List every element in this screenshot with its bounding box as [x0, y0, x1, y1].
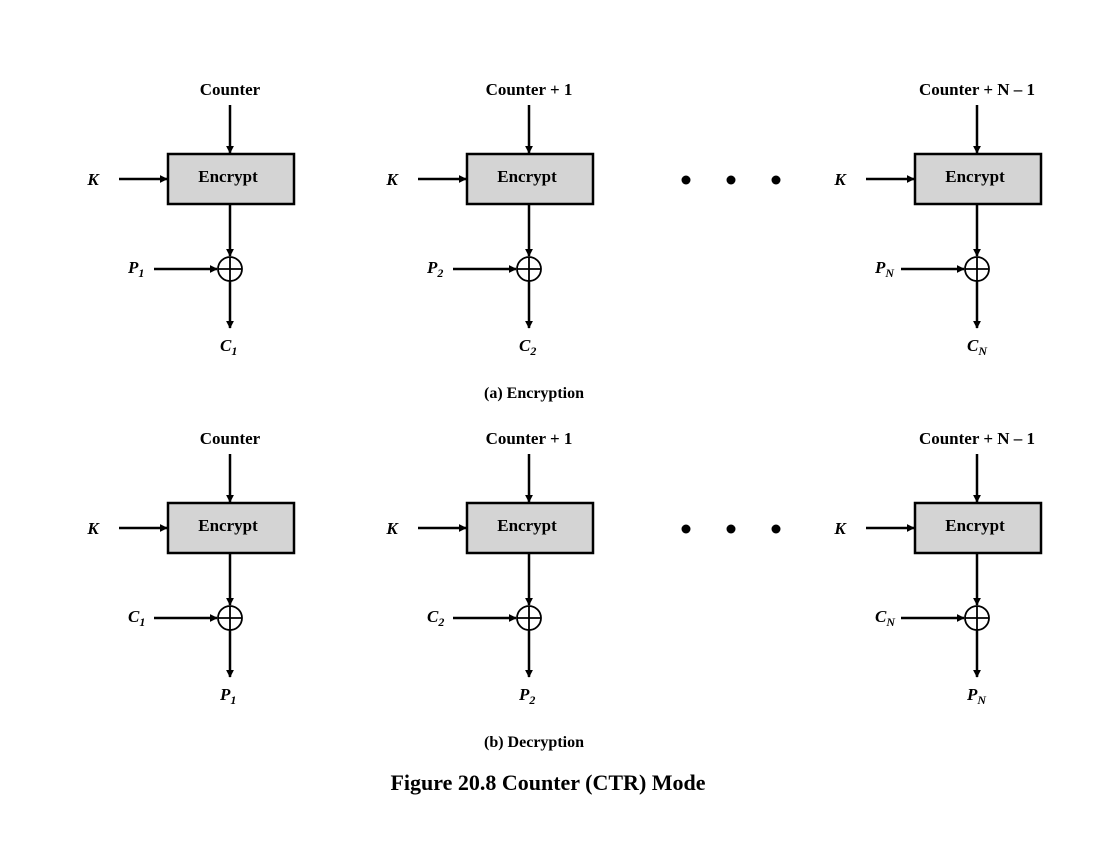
key-label: K — [385, 519, 399, 538]
key-label: K — [86, 519, 100, 538]
xor-input-label: CN — [875, 607, 896, 629]
encrypt-label: Encrypt — [945, 167, 1005, 186]
xor-icon — [516, 605, 542, 631]
output-label: C2 — [519, 336, 536, 358]
encrypt-block — [166, 501, 296, 555]
stage: Counter + N – 1 Encrypt K CN PN — [833, 429, 1043, 707]
stage: Counter + N – 1 Encrypt K PN CN — [833, 80, 1043, 358]
encrypt-block — [465, 501, 595, 555]
xor-input-label: P2 — [426, 258, 443, 280]
counter-label: Counter + 1 — [486, 80, 573, 99]
counter-label: Counter + N – 1 — [919, 80, 1035, 99]
xor-icon — [964, 605, 990, 631]
ellipsis-dots — [681, 175, 781, 185]
ellipsis-dots — [681, 524, 781, 534]
key-label: K — [86, 170, 100, 189]
xor-input-label: C2 — [427, 607, 444, 629]
encrypt-label: Encrypt — [497, 516, 557, 535]
output-label: P2 — [518, 685, 535, 707]
output-label: PN — [966, 685, 987, 707]
key-label: K — [385, 170, 399, 189]
panel-caption: (a) Encryption — [484, 385, 584, 402]
counter-label: Counter + N – 1 — [919, 429, 1035, 448]
xor-icon — [516, 256, 542, 282]
encrypt-label: Encrypt — [198, 516, 258, 535]
figure-title: Figure 20.8 Counter (CTR) Mode — [390, 770, 705, 795]
encrypt-block — [913, 501, 1043, 555]
encrypt-block — [913, 152, 1043, 206]
key-label: K — [833, 170, 847, 189]
encrypt-label: Encrypt — [945, 516, 1005, 535]
counter-label: Counter — [200, 429, 261, 448]
counter-label: Counter + 1 — [486, 429, 573, 448]
panel-caption: (b) Decryption — [484, 734, 584, 751]
xor-icon — [964, 256, 990, 282]
encrypt-label: Encrypt — [497, 167, 557, 186]
encrypt-block — [166, 152, 296, 206]
xor-input-label: C1 — [128, 607, 145, 629]
output-label: CN — [967, 336, 988, 358]
xor-icon — [217, 256, 243, 282]
key-label: K — [833, 519, 847, 538]
encrypt-block — [465, 152, 595, 206]
xor-input-label: PN — [874, 258, 895, 280]
output-label: C1 — [220, 336, 237, 358]
xor-icon — [217, 605, 243, 631]
xor-input-label: P1 — [127, 258, 144, 280]
encrypt-label: Encrypt — [198, 167, 258, 186]
counter-label: Counter — [200, 80, 261, 99]
output-label: P1 — [219, 685, 236, 707]
